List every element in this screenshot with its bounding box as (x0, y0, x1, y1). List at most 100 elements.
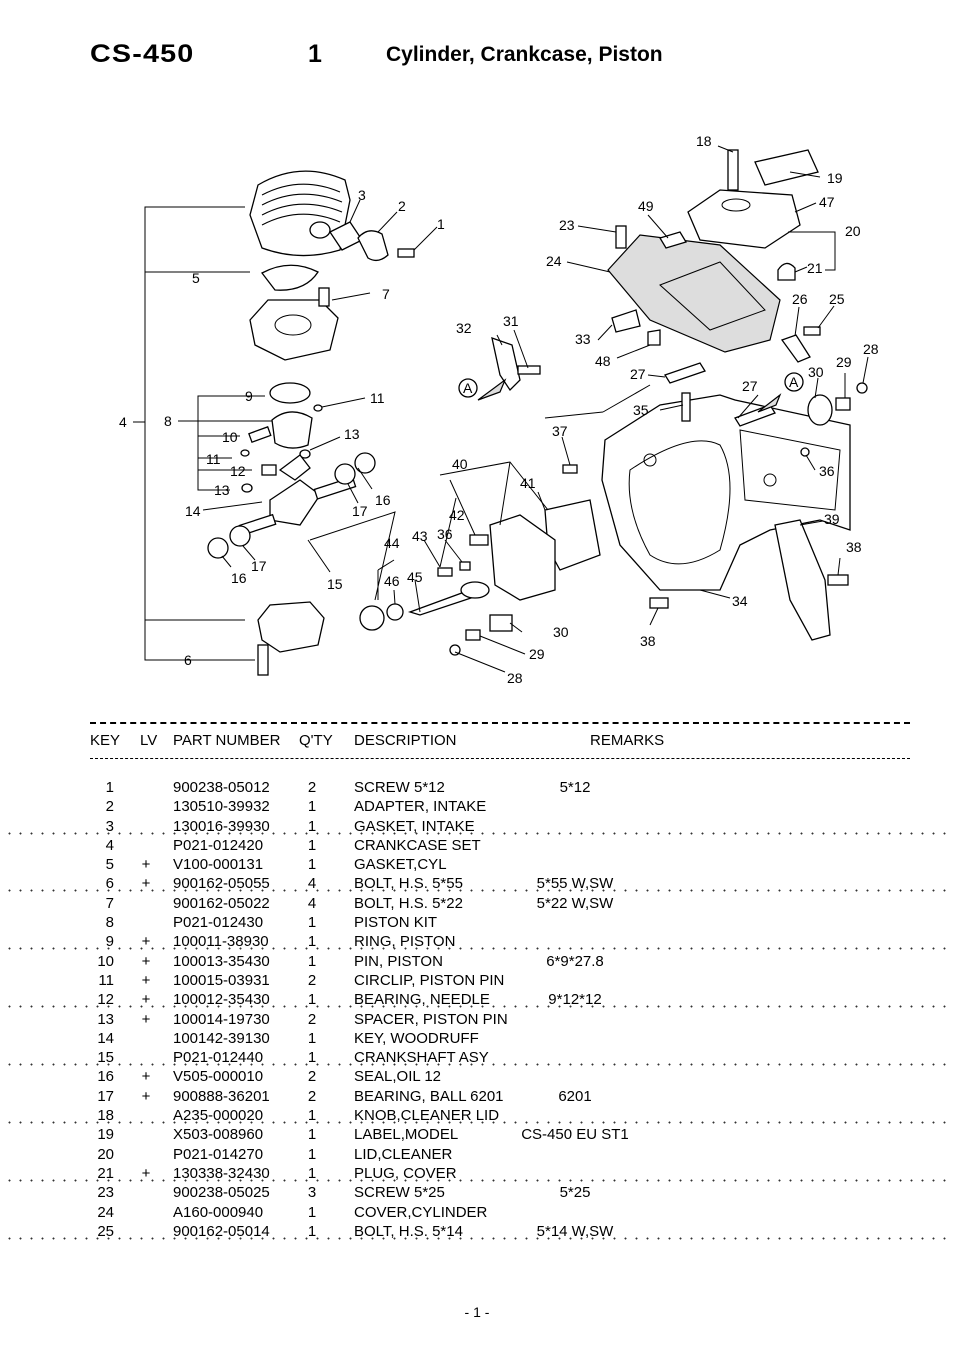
plate-drawing-2 (734, 404, 776, 427)
bolt-drawing-6 (517, 365, 541, 375)
plate-drawing (664, 362, 706, 384)
part-remarks: CS-450 EU ST1 (521, 1126, 629, 1144)
small-pad-drawing-2 (647, 329, 661, 346)
callout: 30 (808, 364, 824, 380)
part-remarks: 5*12 (559, 779, 591, 796)
callout: 23 (559, 217, 575, 233)
callout: 5 (192, 270, 200, 286)
part-qty: 1 (307, 952, 317, 970)
part-qty: 1 (307, 914, 317, 932)
part-level: + (141, 933, 151, 951)
part-remarks: 5*22 W,SW (536, 894, 614, 912)
callout: 45 (407, 569, 423, 585)
spacer-drawing-2 (299, 449, 311, 459)
callout: 34 (732, 593, 748, 609)
part-description: PLUG, COVER (354, 1164, 457, 1182)
part-description: CRANKSHAFT ASY (354, 1049, 489, 1067)
part-key: 12 (97, 991, 114, 1009)
part-key: 14 (97, 1029, 114, 1047)
part-qty: 1 (307, 798, 317, 816)
part-qty: 1 (307, 991, 317, 1009)
small-pad-drawing (611, 309, 641, 333)
part-number: 100142-39130 (173, 1029, 270, 1047)
part-qty: 1 (307, 1126, 317, 1144)
callout: 32 (456, 320, 472, 336)
part-number: 900888-36201 (173, 1087, 270, 1105)
callout: 28 (507, 670, 523, 686)
part-number: 100013-35430 (173, 952, 270, 970)
model-label-drawing (754, 149, 819, 186)
part-description: PISTON KIT (354, 914, 438, 932)
part-number: V505-000010 (173, 1068, 264, 1086)
part-description: SCREW 5*12 (354, 779, 445, 796)
part-description: CRANKCASE SET (354, 836, 481, 854)
part-number: 130510-39932 (173, 798, 270, 816)
part-number: A160-000940 (173, 1203, 264, 1221)
callout: 42 (449, 507, 465, 523)
part-number: V100-000131 (173, 856, 264, 874)
part-remarks: 5*14 W,SW (536, 1222, 614, 1240)
leader-lines (202, 145, 869, 673)
callout: 31 (503, 313, 519, 329)
section-number: 1 (308, 40, 322, 68)
callout: 1 (437, 216, 445, 232)
part-key: 25 (97, 1222, 114, 1240)
callout: 33 (575, 331, 591, 347)
crankcase-half-drawing (249, 299, 339, 361)
part-level: + (141, 875, 151, 893)
callout: 8 (164, 413, 172, 429)
part-qty: 2 (307, 971, 317, 989)
part-number: P021-012420 (173, 836, 264, 854)
callout: 7 (382, 286, 390, 302)
part-key: 17 (97, 1087, 114, 1105)
part-description: KNOB,CLEANER LID (354, 1107, 500, 1125)
part-number: 100012-35430 (173, 991, 270, 1009)
page-number: - 1 - (464, 1304, 490, 1320)
callout: 28 (863, 341, 879, 357)
screw-head-drawing (800, 447, 810, 457)
callout: 38 (640, 633, 656, 649)
part-qty: 1 (307, 1164, 317, 1182)
circlip-drawing (313, 404, 323, 412)
piston-drawing (271, 411, 313, 449)
part-qty: 4 (307, 894, 317, 912)
pin-drawing (681, 392, 691, 422)
part-key: 20 (97, 1145, 114, 1163)
callout: 29 (529, 646, 545, 662)
part-qty: 3 (307, 1184, 317, 1202)
part-description: COVER,CYLINDER (354, 1203, 488, 1221)
table-top-rule (90, 722, 910, 724)
part-key: 5 (105, 856, 114, 874)
pin-drawing-2 (562, 464, 578, 474)
callout: 11 (206, 451, 221, 467)
needle-bearing-drawing (261, 464, 277, 476)
part-qty: 1 (307, 1049, 317, 1067)
cylinder-drawing (249, 170, 351, 257)
callout: 27 (630, 366, 646, 382)
part-remarks: 6201 (558, 1087, 592, 1105)
pin-drawing-3 (469, 534, 489, 546)
part-description: SCREW 5*25 (354, 1184, 445, 1202)
callout-labels: 1 2 3 4 5 6 7 8 9 10 11 11 12 13 13 14 1… (119, 133, 879, 686)
callout: 4 (119, 414, 127, 430)
part-number: 130338-32430 (173, 1164, 270, 1182)
callout: 36 (819, 463, 835, 479)
callout: 49 (638, 198, 654, 214)
part-number: 900238-05012 (173, 779, 270, 796)
callout: 9 (245, 388, 253, 404)
bolt-drawing-4 (827, 574, 849, 586)
screw-drawing-2 (615, 225, 627, 249)
part-description: BOLT, H.S. 5*55 (354, 875, 463, 893)
part-level: + (141, 1068, 151, 1086)
callout: 21 (807, 260, 823, 276)
